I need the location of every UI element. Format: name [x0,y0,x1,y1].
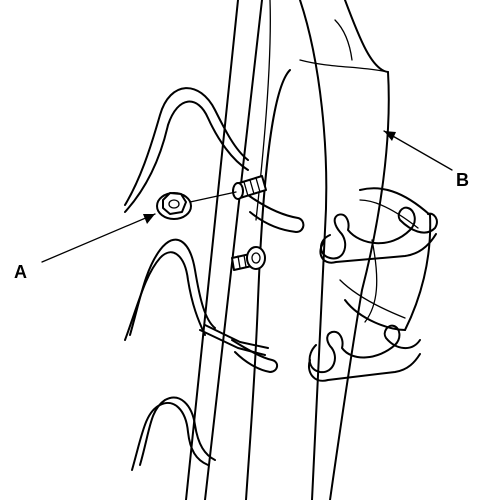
seat-spring-wires [124,87,269,471]
callout-label-a: A [14,262,27,282]
side-bracket [339,187,432,331]
wire-hooks [231,194,305,373]
flange-nut [156,192,192,220]
callout-label-b: B [456,170,469,190]
spring-clip-lower [308,324,421,382]
seat-frame-upright [185,0,390,500]
leader-arrow-b [383,130,453,171]
bolt-lower [231,246,266,271]
bolt-upper [232,175,267,200]
leader-arrow-a [41,213,156,263]
alignment-line [189,191,237,203]
spring-clip-upper [319,206,438,264]
